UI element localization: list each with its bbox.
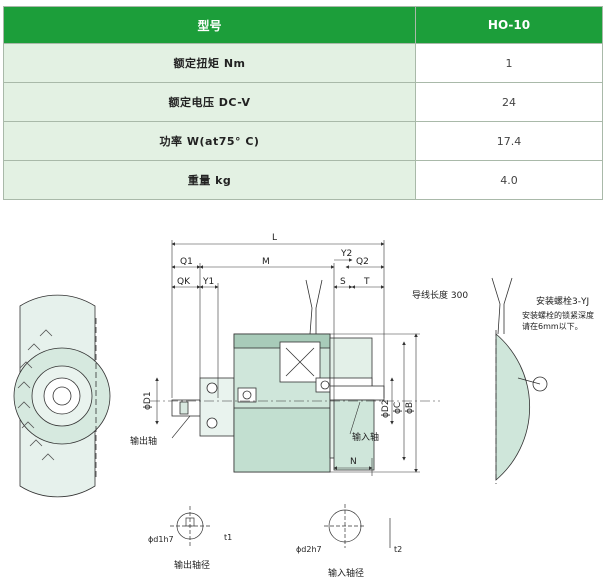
dim-d1: ϕd1h7 — [148, 535, 174, 544]
dim-QK: QK — [177, 277, 191, 287]
left-side-view — [13, 294, 111, 498]
right-side-view — [491, 277, 548, 484]
dim-d2: ϕd2h7 — [296, 545, 322, 554]
row-label: 额定电压 DC-V — [3, 82, 416, 122]
dim-Q2: Q2 — [356, 257, 369, 267]
row-value: 24 — [415, 82, 603, 122]
dimension-lines — [155, 240, 420, 476]
dim-Q1: Q1 — [180, 257, 193, 267]
clutch-technical-drawing: L Q1 M Y2 Q2 QK Y1 S T N ϕD1 ϕD2 ϕC ϕB 输… — [13, 233, 594, 579]
dim-T: T — [363, 277, 370, 287]
label-lead-length: 导线长度 300 — [412, 289, 468, 301]
table-row: 功率 W(at75° C) 17.4 — [3, 121, 603, 161]
dim-S: S — [340, 277, 346, 287]
dim-t1: t1 — [224, 533, 232, 542]
label-output-shaft: 输出轴 — [130, 435, 157, 447]
spec-table: 型号 HO-10 额定扭矩 Nm 1 额定电压 DC-V 24 功率 W(at7… — [3, 6, 603, 200]
main-body — [171, 279, 385, 473]
table-row: 重量 kg 4.0 — [3, 160, 603, 200]
label-mount-bolt: 安装螺栓3-YJ — [536, 295, 589, 307]
dim-L: L — [272, 233, 277, 243]
dim-M: M — [262, 257, 270, 267]
table-header-row: 型号 HO-10 — [3, 6, 603, 44]
header-value: HO-10 — [415, 6, 603, 44]
label-output-shaft-dia: 输出轴径 — [174, 559, 210, 571]
dim-D1: ϕD1 — [143, 391, 153, 410]
table-row: 额定扭矩 Nm 1 — [3, 43, 603, 83]
row-value: 4.0 — [415, 160, 603, 200]
dim-C: ϕC — [393, 402, 403, 414]
label-input-shaft-dia: 输入轴径 — [328, 567, 364, 579]
table-row: 额定电压 DC-V 24 — [3, 82, 603, 122]
row-value: 1 — [415, 43, 603, 83]
label-note-line1: 安装螺栓的锁紧深度 — [522, 310, 594, 320]
label-input-shaft: 输入轴 — [352, 431, 379, 443]
dim-Y1: Y1 — [202, 277, 214, 287]
dim-N: N — [350, 457, 357, 467]
row-label: 额定扭矩 Nm — [3, 43, 416, 83]
drawing-labels: L Q1 M Y2 Q2 QK Y1 S T N ϕD1 ϕD2 ϕC ϕB 输… — [130, 233, 594, 579]
dim-B: ϕB — [405, 402, 415, 414]
label-note-line2: 请在6mm以下。 — [522, 321, 583, 331]
shaft-sections — [170, 504, 391, 548]
row-label: 重量 kg — [3, 160, 416, 200]
dim-t2: t2 — [394, 545, 402, 554]
row-value: 17.4 — [415, 121, 603, 161]
dim-D2: ϕD2 — [381, 399, 391, 418]
dim-Y2: Y2 — [340, 249, 352, 259]
row-label: 功率 W(at75° C) — [3, 121, 416, 161]
header-label: 型号 — [3, 6, 416, 44]
